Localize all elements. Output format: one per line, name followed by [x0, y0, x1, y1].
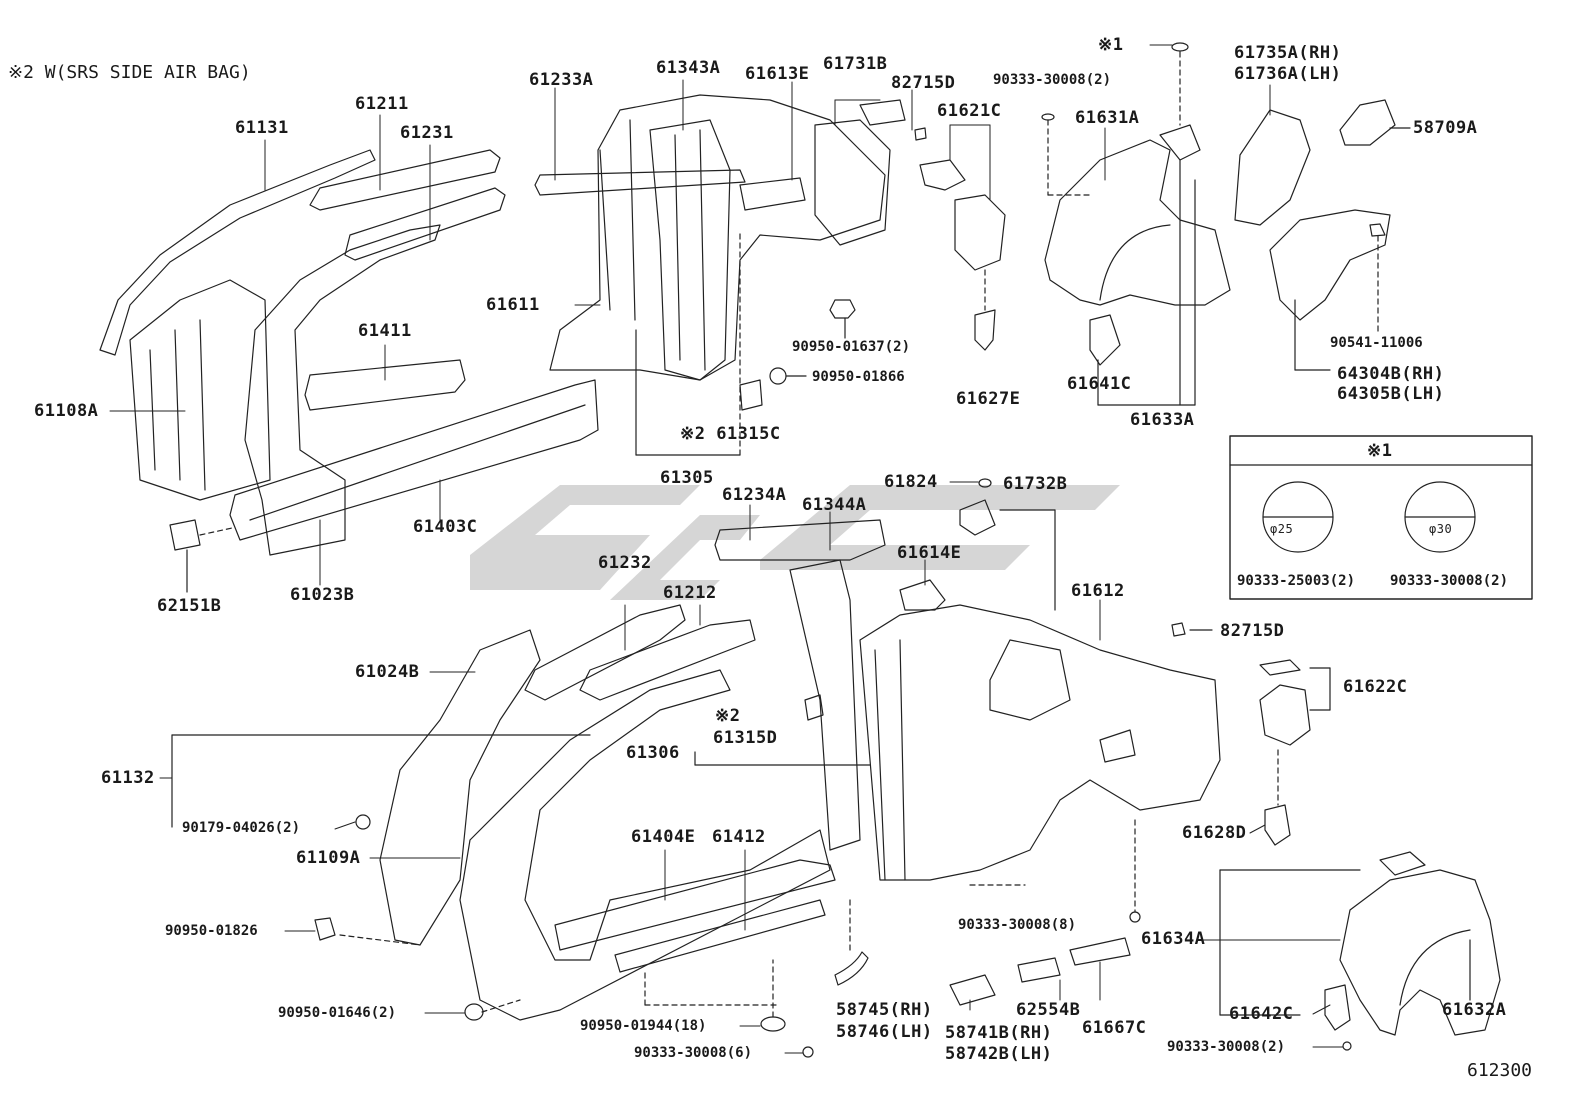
part-label-90333-30008-6[interactable]: 90333-30008(6): [634, 1045, 753, 1061]
part-label-64304b[interactable]: 64304B(RH): [1337, 364, 1445, 384]
legend-part-90333-30008[interactable]: 90333-30008(2): [1390, 573, 1509, 589]
part-label-61132[interactable]: 61132: [101, 768, 155, 788]
part-label-61632a[interactable]: 61632A: [1442, 1000, 1507, 1020]
note-marker-1: ※1: [1098, 35, 1124, 55]
part-label-90950-01637[interactable]: 90950-01637(2): [792, 339, 911, 355]
part-label-61108a[interactable]: 61108A: [34, 401, 99, 421]
part-label-90333-30008-8[interactable]: 90333-30008(8): [958, 917, 1077, 933]
part-label-82715d-top[interactable]: 82715D: [891, 73, 956, 93]
part-label-90950-01866[interactable]: 90950-01866: [812, 369, 905, 385]
part-label-61211[interactable]: 61211: [355, 94, 409, 114]
part-label-61315c[interactable]: ※2 61315C: [680, 424, 781, 444]
part-label-61403c[interactable]: 61403C: [413, 517, 478, 537]
legend-part-90333-25003[interactable]: 90333-25003(2): [1237, 573, 1356, 589]
part-label-58741b[interactable]: 58741B(RH): [945, 1023, 1053, 1043]
part-label-61344a[interactable]: 61344A: [802, 495, 867, 515]
part-label-61404e[interactable]: 61404E: [631, 827, 696, 847]
part-label-61306[interactable]: 61306: [626, 743, 680, 763]
legend-header: ※1: [1367, 441, 1393, 461]
srs-side-air-bag-note: ※2 W(SRS SIDE AIR BAG): [8, 62, 251, 83]
legend-diameter-25: φ25: [1270, 522, 1294, 536]
part-label-61131[interactable]: 61131: [235, 118, 289, 138]
part-label-61621c[interactable]: 61621C: [937, 101, 1002, 121]
part-label-90950-01646[interactable]: 90950-01646(2): [278, 1005, 397, 1021]
part-label-61023b[interactable]: 61023B: [290, 585, 355, 605]
diagram-id: 612300: [1467, 1060, 1533, 1081]
part-label-61212[interactable]: 61212: [663, 583, 717, 603]
part-label-90333-30008-top[interactable]: 90333-30008(2): [993, 72, 1112, 88]
lower-assembly: [171, 478, 1501, 1058]
part-label-58709a[interactable]: 58709A: [1413, 118, 1478, 138]
part-label-61824[interactable]: 61824: [884, 472, 938, 492]
leader-lines: [109, 44, 1344, 1054]
part-label-61735a[interactable]: 61735A(RH): [1234, 43, 1342, 63]
upper-center-assembly: [534, 94, 927, 456]
part-label-90950-01944[interactable]: 90950-01944(18): [580, 1018, 707, 1034]
part-label-61641c[interactable]: 61641C: [1067, 374, 1132, 394]
part-label-61736a[interactable]: 61736A(LH): [1234, 64, 1342, 84]
part-label-61731b[interactable]: 61731B: [823, 54, 888, 74]
part-label-61732b[interactable]: 61732B: [1003, 474, 1068, 494]
upper-right-assembly: [919, 42, 1411, 406]
part-label-64305b[interactable]: 64305B(LH): [1337, 384, 1445, 404]
part-label-61633a[interactable]: 61633A: [1130, 410, 1195, 430]
part-label-90950-01826[interactable]: 90950-01826: [165, 923, 258, 939]
note-marker-2: ※2: [715, 706, 741, 726]
part-label-58742b[interactable]: 58742B(LH): [945, 1044, 1053, 1064]
part-label-61233a[interactable]: 61233A: [529, 70, 594, 90]
part-label-61613e[interactable]: 61613E: [745, 64, 810, 84]
part-label-61232[interactable]: 61232: [598, 553, 652, 573]
part-label-58745[interactable]: 58745(RH): [836, 1000, 933, 1020]
part-label-90333-30008-bottom[interactable]: 90333-30008(2): [1167, 1039, 1286, 1055]
legend-diameter-30: φ30: [1429, 522, 1453, 536]
part-label-61611[interactable]: 61611: [486, 295, 540, 315]
part-label-61622c[interactable]: 61622C: [1343, 677, 1408, 697]
upper-left-assembly: [99, 149, 599, 593]
part-label-61612[interactable]: 61612: [1071, 581, 1125, 601]
part-label-58746[interactable]: 58746(LH): [836, 1022, 933, 1042]
part-label-82715d-bottom[interactable]: 82715D: [1220, 621, 1285, 641]
part-label-61234a[interactable]: 61234A: [722, 485, 787, 505]
part-label-61631a[interactable]: 61631A: [1075, 108, 1140, 128]
part-label-61642c[interactable]: 61642C: [1229, 1004, 1294, 1024]
part-label-61305[interactable]: 61305: [660, 468, 714, 488]
part-label-62554b[interactable]: 62554B: [1016, 1000, 1081, 1020]
part-label-90179-04026[interactable]: 90179-04026(2): [182, 820, 301, 836]
part-label-61627e[interactable]: 61627E: [956, 389, 1021, 409]
part-label-61024b[interactable]: 61024B: [355, 662, 420, 682]
legend-box: [1229, 435, 1533, 600]
part-label-61109a[interactable]: 61109A: [296, 848, 361, 868]
part-label-61634a[interactable]: 61634A: [1141, 929, 1206, 949]
part-label-61231[interactable]: 61231: [400, 123, 454, 143]
part-label-90541-11006[interactable]: 90541-11006: [1330, 335, 1423, 351]
part-label-61343a[interactable]: 61343A: [656, 58, 721, 78]
part-label-61614e[interactable]: 61614E: [897, 543, 962, 563]
part-label-61315d[interactable]: 61315D: [713, 728, 778, 748]
watermark-logo: [470, 485, 1120, 600]
part-label-62151b[interactable]: 62151B: [157, 596, 222, 616]
part-label-61412[interactable]: 61412: [712, 827, 766, 847]
part-label-61667c[interactable]: 61667C: [1082, 1018, 1147, 1038]
part-label-61411[interactable]: 61411: [358, 321, 412, 341]
part-label-61628d[interactable]: 61628D: [1182, 823, 1247, 843]
